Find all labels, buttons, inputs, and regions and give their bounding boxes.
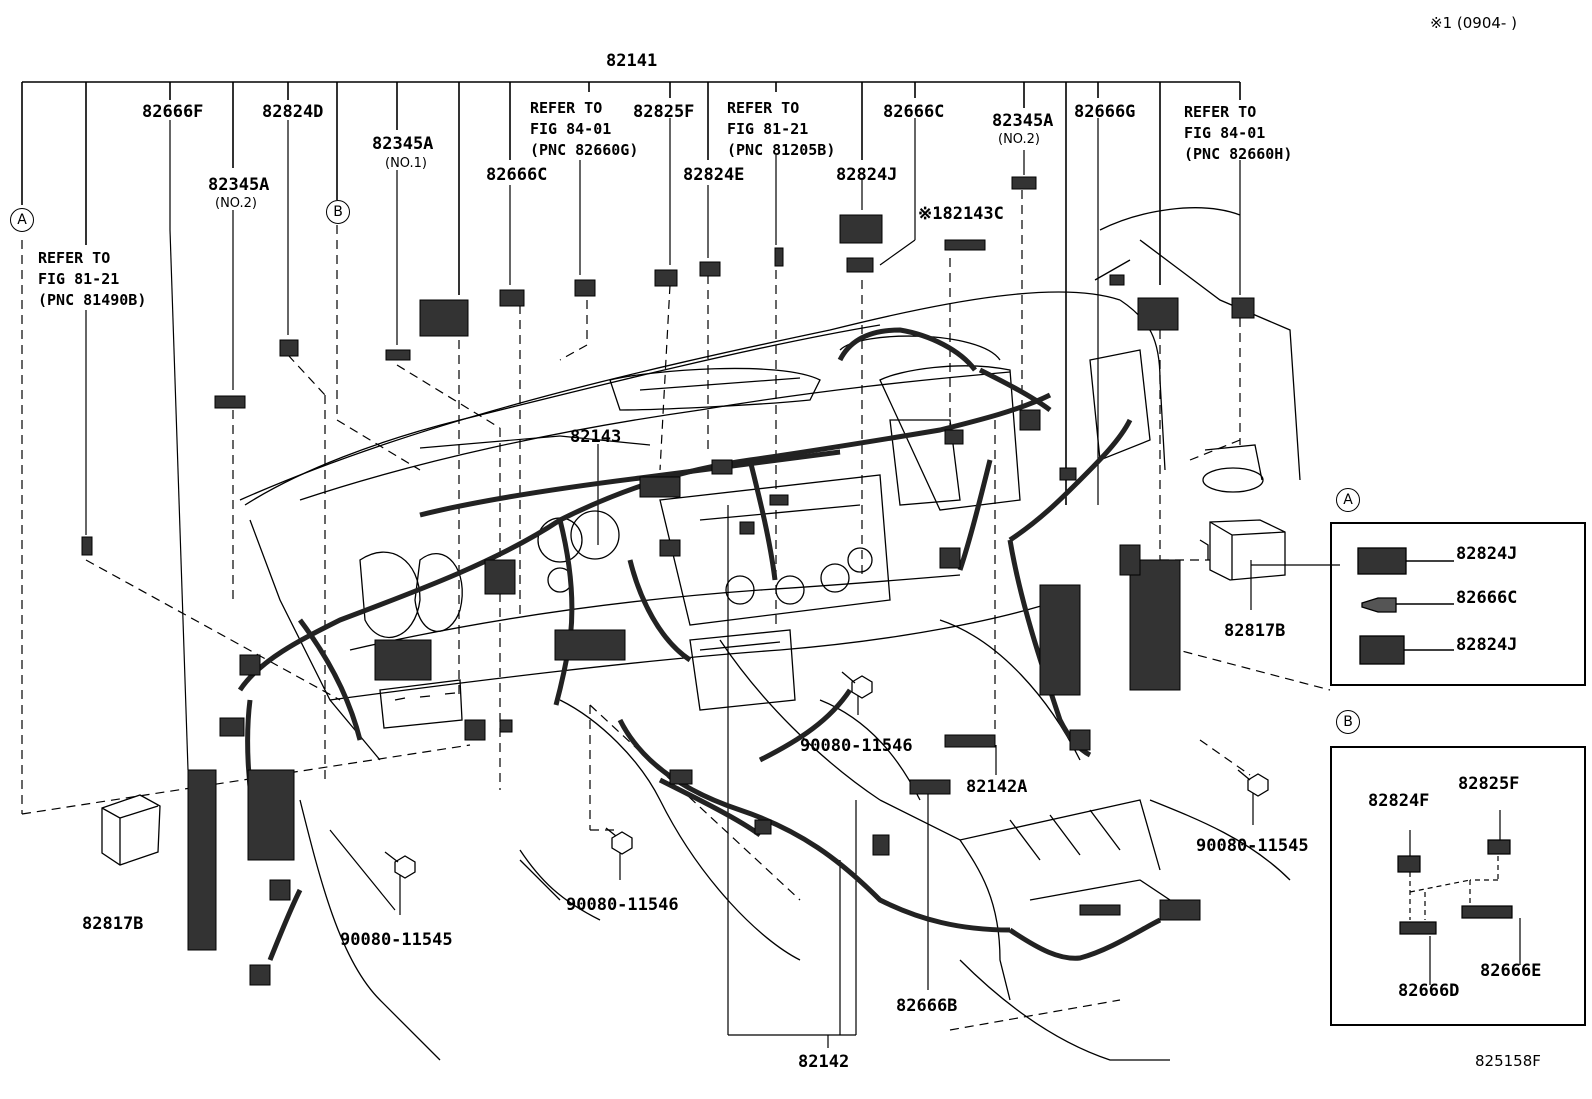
inset-a-label-82824J-bottom: 82824J: [1456, 635, 1518, 655]
part-label-82143: 82143: [570, 427, 622, 447]
bolts: [384, 671, 1269, 879]
part-sublabel-no2-right: (NO.2): [998, 132, 1040, 147]
refer-line: FIG 84-01: [1184, 124, 1266, 142]
inset-b-art: [1397, 810, 1521, 985]
dashboard-outline: [239, 207, 1301, 1061]
connectors: [81, 176, 1255, 986]
part-sublabel-no1: (NO.1): [385, 156, 427, 171]
inset-b-label-82666D: 82666D: [1398, 981, 1460, 1001]
part-label-82143C: ※182143C: [918, 204, 1004, 224]
callout-b: B: [326, 200, 350, 224]
inset-b-label-82824F: 82824F: [1368, 791, 1430, 811]
part-label-82825F: 82825F: [633, 102, 695, 122]
part-label-82824D: 82824D: [262, 102, 324, 122]
header-code: ※1 (0904- ): [1430, 14, 1517, 32]
refer-line: FIG 84-01: [530, 120, 612, 138]
part-label-82817B-right: 82817B: [1224, 621, 1286, 641]
bracket-82141: [21, 81, 1241, 505]
part-label-90080-11545-right: 90080-11545: [1196, 836, 1309, 856]
part-label-82141: 82141: [606, 51, 658, 71]
refer-note-82660H: REFER TO FIG 84-01 (PNC 82660H): [1184, 102, 1292, 165]
inset-a-tag: A: [1336, 488, 1360, 512]
footer-code: 825158F: [1475, 1052, 1541, 1070]
part-label-82666G: 82666G: [1074, 102, 1136, 122]
refer-line: (PNC 82660G): [530, 141, 639, 159]
part-label-82817B-left: 82817B: [82, 914, 144, 934]
refer-line: REFER TO: [1184, 103, 1257, 121]
part-label-90080-11545-left: 90080-11545: [340, 930, 453, 950]
part-label-82666C-right: 82666C: [883, 102, 945, 122]
inset-b-label-82666E: 82666E: [1480, 961, 1542, 981]
part-label-90080-11546-upper: 90080-11546: [800, 736, 913, 756]
part-label-82345A-no2-right: 82345A: [992, 111, 1054, 131]
part-label-82142: 82142: [798, 1052, 850, 1072]
inset-a-label-82824J-top: 82824J: [1456, 544, 1518, 564]
inset-a-box: [1330, 522, 1586, 686]
refer-line: REFER TO: [530, 99, 603, 117]
part-sublabel-no2-left: (NO.2): [215, 196, 257, 211]
part-label-82824E: 82824E: [683, 165, 745, 185]
refer-note-82660G: REFER TO FIG 84-01 (PNC 82660G): [530, 98, 638, 161]
part-label-82666C-left: 82666C: [486, 165, 548, 185]
inset-b-box: [1330, 746, 1586, 1026]
refer-line: (PNC 81490B): [38, 291, 147, 309]
refer-line: (PNC 82660H): [1184, 145, 1293, 163]
relay-blocks: [101, 444, 1286, 866]
refer-line: (PNC 81205B): [727, 141, 836, 159]
dashed-leaders: [21, 190, 1331, 1031]
inset-b-label-82825F: 82825F: [1458, 774, 1520, 794]
refer-line: FIG 81-21: [38, 270, 120, 288]
inset-a-art: [1357, 547, 1454, 665]
part-label-82666B: 82666B: [896, 996, 958, 1016]
refer-line: FIG 81-21: [727, 120, 809, 138]
part-label-82824J: 82824J: [836, 165, 898, 185]
refer-note-81205B: REFER TO FIG 81-21 (PNC 81205B): [727, 98, 835, 161]
leader-lines: [85, 118, 1340, 1048]
inset-a-label-82666C: 82666C: [1456, 588, 1518, 608]
part-label-82666F: 82666F: [142, 102, 204, 122]
callout-a: A: [10, 208, 34, 232]
inset-b-tag: B: [1336, 710, 1360, 734]
part-label-82345A-no1: 82345A: [372, 134, 434, 154]
refer-line: REFER TO: [38, 249, 111, 267]
refer-line: REFER TO: [727, 99, 800, 117]
part-label-82142A: 82142A: [966, 777, 1028, 797]
part-label-82345A-no2-left: 82345A: [208, 175, 270, 195]
refer-note-81490B: REFER TO FIG 81-21 (PNC 81490B): [38, 248, 146, 311]
part-label-90080-11546-lower: 90080-11546: [566, 895, 679, 915]
